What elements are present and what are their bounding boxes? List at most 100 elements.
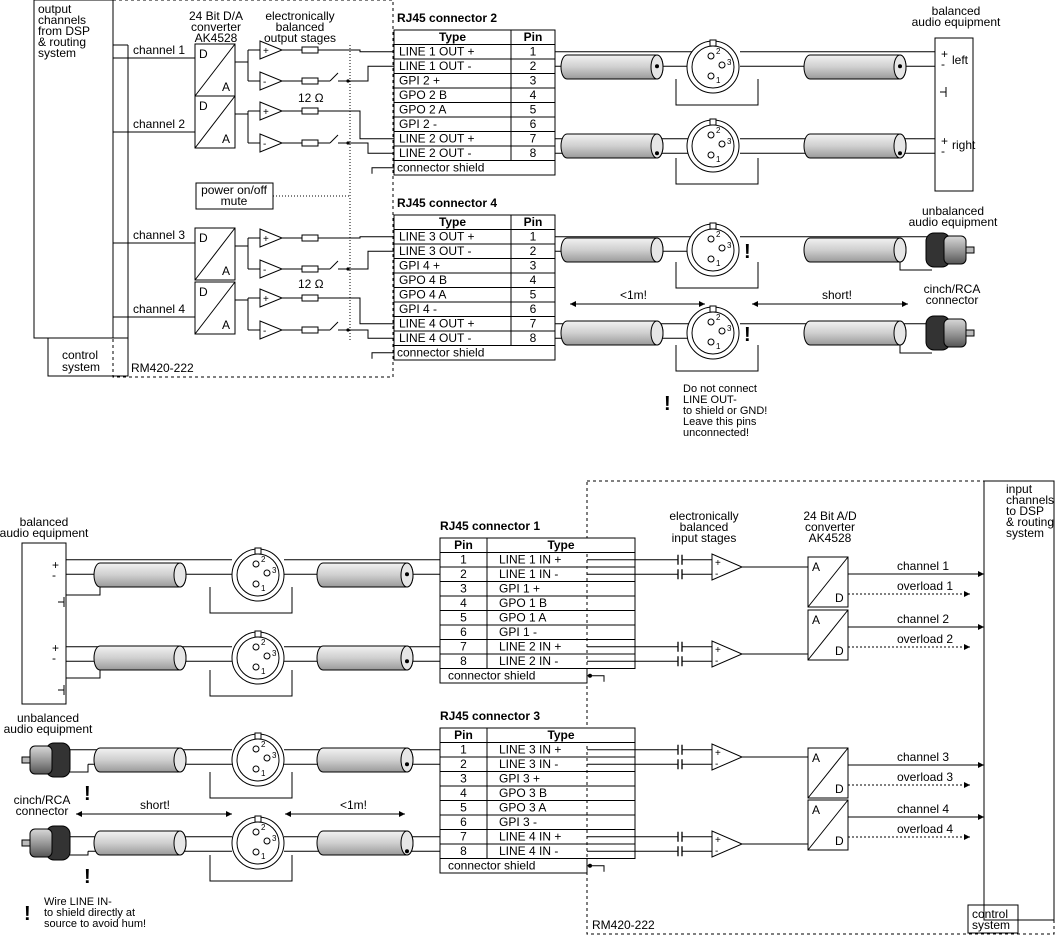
cinch-label: cinch/RCA xyxy=(924,282,981,296)
input-amp-plus: + xyxy=(715,835,721,846)
rj45-connector-3-type: LINE 3 IN - xyxy=(499,757,558,771)
output-resistor xyxy=(301,294,319,302)
warning-mark: ! xyxy=(664,393,671,415)
xlr-connector-pin-number: 2 xyxy=(716,47,721,56)
rj45-connector-3-type: LINE 4 IN - xyxy=(499,844,558,858)
junction-dot xyxy=(346,79,350,83)
junction-dot xyxy=(588,863,592,868)
rj45-connector-3-pin: 8 xyxy=(460,844,467,858)
xlr-connector xyxy=(231,631,285,685)
cable xyxy=(93,747,187,773)
cable-end xyxy=(650,320,664,346)
output-amp-plus-sign: + xyxy=(263,234,269,245)
input-amp xyxy=(711,743,744,771)
output-amp-plus-sign: + xyxy=(263,294,269,305)
output-amp-minus-sign: - xyxy=(263,326,266,337)
rj45-connector-2-pin: 2 xyxy=(530,59,537,73)
xlr-connector-pin-number: 2 xyxy=(261,823,266,832)
xlr-connector xyxy=(686,40,740,94)
resistor-value-top: 12 Ω xyxy=(298,91,324,105)
minus: - xyxy=(52,568,56,582)
rj45-connector-3-type: GPO 3 B xyxy=(499,786,547,800)
output-resistor xyxy=(301,326,319,334)
rj45-connector-2-title: RJ45 connector 2 xyxy=(397,11,497,25)
rca-connector-sleeve xyxy=(943,235,967,265)
junction-dot xyxy=(405,572,409,577)
right-label: right xyxy=(952,138,976,152)
control-system-block xyxy=(47,337,129,377)
adc-converter-diagonal xyxy=(807,609,849,661)
xlr-connector-key xyxy=(254,547,262,555)
shield-ground xyxy=(587,675,605,682)
adc-converter-diagonal xyxy=(807,747,849,799)
arrow-head xyxy=(978,571,984,577)
pin-route xyxy=(348,250,394,270)
rj45-connector-2-type: LINE 1 OUT + xyxy=(399,45,474,59)
rj45-connector-1-type: LINE 2 IN - xyxy=(499,654,558,668)
output-amp-minus-sign: - xyxy=(263,77,266,88)
rj45-connector-4-pin: 4 xyxy=(530,273,537,287)
rj45-connector-1-pin: 4 xyxy=(460,596,467,610)
rj45-connector-1-title: RJ45 connector 1 xyxy=(440,519,540,533)
rj45-connector-4-shield xyxy=(393,345,556,361)
overload-output-label: overload 4 xyxy=(897,822,953,836)
xlr-connector-key xyxy=(254,732,262,740)
rj45-connector-4-header-2: Pin xyxy=(524,215,543,229)
rj45-connector-4-pin: 2 xyxy=(530,244,537,258)
mute-box xyxy=(195,182,274,210)
cable xyxy=(93,830,187,856)
cable-shield-link xyxy=(209,587,293,614)
dac-converter-diagonal xyxy=(194,95,236,149)
cable-shield-link xyxy=(675,262,759,289)
output-block-text: output xyxy=(38,2,72,16)
rj45-connector-1-header-1: Pin xyxy=(454,538,473,552)
control-system-text: control xyxy=(62,348,98,362)
converter-d-label: D xyxy=(835,644,844,658)
output-amp-minus xyxy=(259,133,284,153)
distance-long: short! xyxy=(822,288,852,302)
minus-to-shield xyxy=(70,851,89,856)
xlr-connector-pin xyxy=(263,837,271,845)
rca-connector-pin xyxy=(965,329,975,337)
minus: - xyxy=(52,651,56,665)
xlr-connector-pin-number: 1 xyxy=(716,342,721,351)
converter-a-label: A xyxy=(222,132,230,146)
rj45-connector-1-shield xyxy=(439,668,588,684)
cable-end xyxy=(173,562,187,588)
xlr-connector-pin-number: 3 xyxy=(272,751,277,760)
input-amp xyxy=(711,640,744,668)
xlr-connector-pin xyxy=(707,235,715,243)
rj45-connector-4-type: GPO 4 A xyxy=(399,288,446,302)
unbalanced-equipment-label: audio equipment xyxy=(4,722,93,736)
rj45-connector-4-shield-text: connector shield xyxy=(397,346,484,360)
xlr-connector-pin-number: 1 xyxy=(261,769,266,778)
pin-route xyxy=(348,142,394,154)
arrow-head xyxy=(978,762,984,768)
junction-dot xyxy=(405,659,409,664)
converter-d-label: D xyxy=(835,782,844,796)
xlr-connector-pin-number: 3 xyxy=(727,58,732,67)
rj45-connector-2-pin: 8 xyxy=(530,146,537,160)
output-block-text: & routing xyxy=(38,35,86,49)
overload-output-label: overload 2 xyxy=(897,632,953,646)
converter-a-label: A xyxy=(812,560,820,574)
balanced-equipment-box xyxy=(21,542,67,705)
rca-connector-pin xyxy=(21,756,31,764)
rj45-connector-3-type: GPI 3 + xyxy=(499,772,540,786)
xlr-connector-pin-number: 1 xyxy=(716,155,721,164)
output-amp-plus-sign: + xyxy=(263,107,269,118)
distance-short: <1m! xyxy=(340,798,367,812)
output-amp-minus xyxy=(259,259,284,279)
minus: - xyxy=(941,144,945,158)
xlr-connector-pin-number: 2 xyxy=(716,126,721,135)
pin-route xyxy=(348,65,394,82)
input-amp xyxy=(711,553,744,581)
xlr-connector-key xyxy=(709,39,717,47)
xlr-connector-pin xyxy=(263,652,271,660)
rj45-connector-1-type: LINE 2 IN + xyxy=(499,640,561,654)
adc-label: AK4528 xyxy=(809,531,852,545)
xlr-connector-pin xyxy=(263,754,271,762)
rj45-connector-4-type: LINE 4 OUT - xyxy=(399,331,471,345)
input-amp-minus: - xyxy=(715,846,718,857)
output-amp-plus xyxy=(259,101,284,121)
